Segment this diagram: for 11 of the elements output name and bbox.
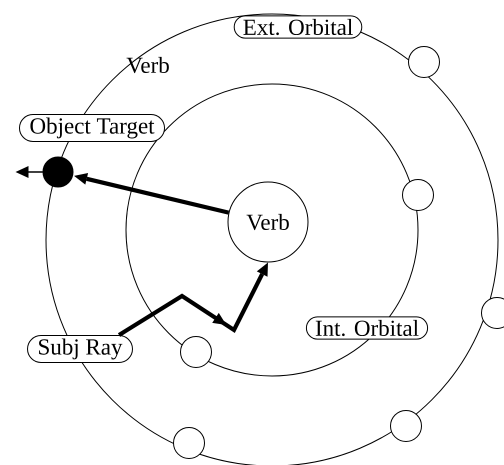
arrow: [16, 166, 42, 178]
small-circle: [481, 297, 504, 329]
filled-dot: [42, 156, 74, 188]
small-circle: [173, 427, 205, 459]
orbit-label: Verb: [126, 56, 169, 74]
small-circle: [390, 410, 422, 442]
small-circle: [408, 46, 440, 78]
small-circle: [402, 179, 434, 211]
small-circle: [180, 336, 212, 368]
arrow: [74, 173, 230, 215]
arrow: [118, 262, 268, 337]
